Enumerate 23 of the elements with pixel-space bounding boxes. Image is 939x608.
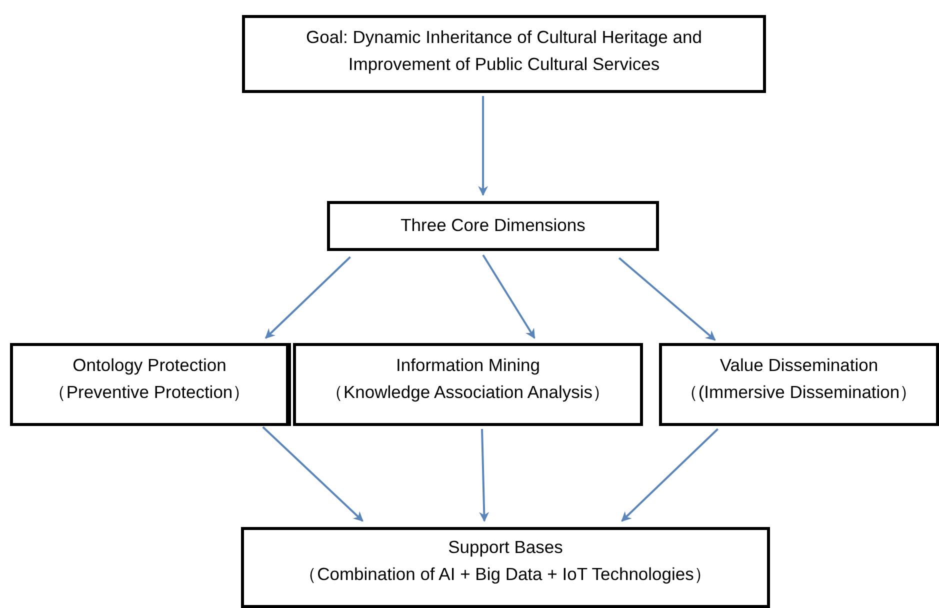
box-heading: Goal: Dynamic Inheritance of Cultural Heritage and Improvement of Public Cultural Services xyxy=(305,26,703,76)
box-heading: Support Bases xyxy=(448,536,563,559)
box-heading: Three Core Dimensions xyxy=(400,214,586,237)
box-subtitle: （Knowledge Association Analysis） xyxy=(325,381,611,404)
arrow xyxy=(618,257,716,341)
arrow xyxy=(478,96,488,196)
arrow xyxy=(621,428,718,522)
arrow xyxy=(479,428,490,522)
process-box xyxy=(242,15,766,93)
box-heading: Ontology Protection xyxy=(72,354,226,377)
box-heading: Information Mining xyxy=(396,354,540,377)
process-box xyxy=(241,527,770,608)
process-box xyxy=(293,343,643,426)
box-subtitle: （Combination of AI + Big Data + IoT Technologies） xyxy=(299,563,712,586)
process-box xyxy=(10,343,291,426)
box-subtitle: （Preventive Protection） xyxy=(48,381,251,404)
box-subtitle: （(Immersive Dissemination） xyxy=(680,381,918,404)
arrow xyxy=(265,256,351,339)
arrow xyxy=(262,426,364,522)
process-box xyxy=(327,201,659,251)
arrow xyxy=(482,254,536,339)
box-heading: Value Dissemination xyxy=(720,354,878,377)
process-box xyxy=(659,343,939,426)
